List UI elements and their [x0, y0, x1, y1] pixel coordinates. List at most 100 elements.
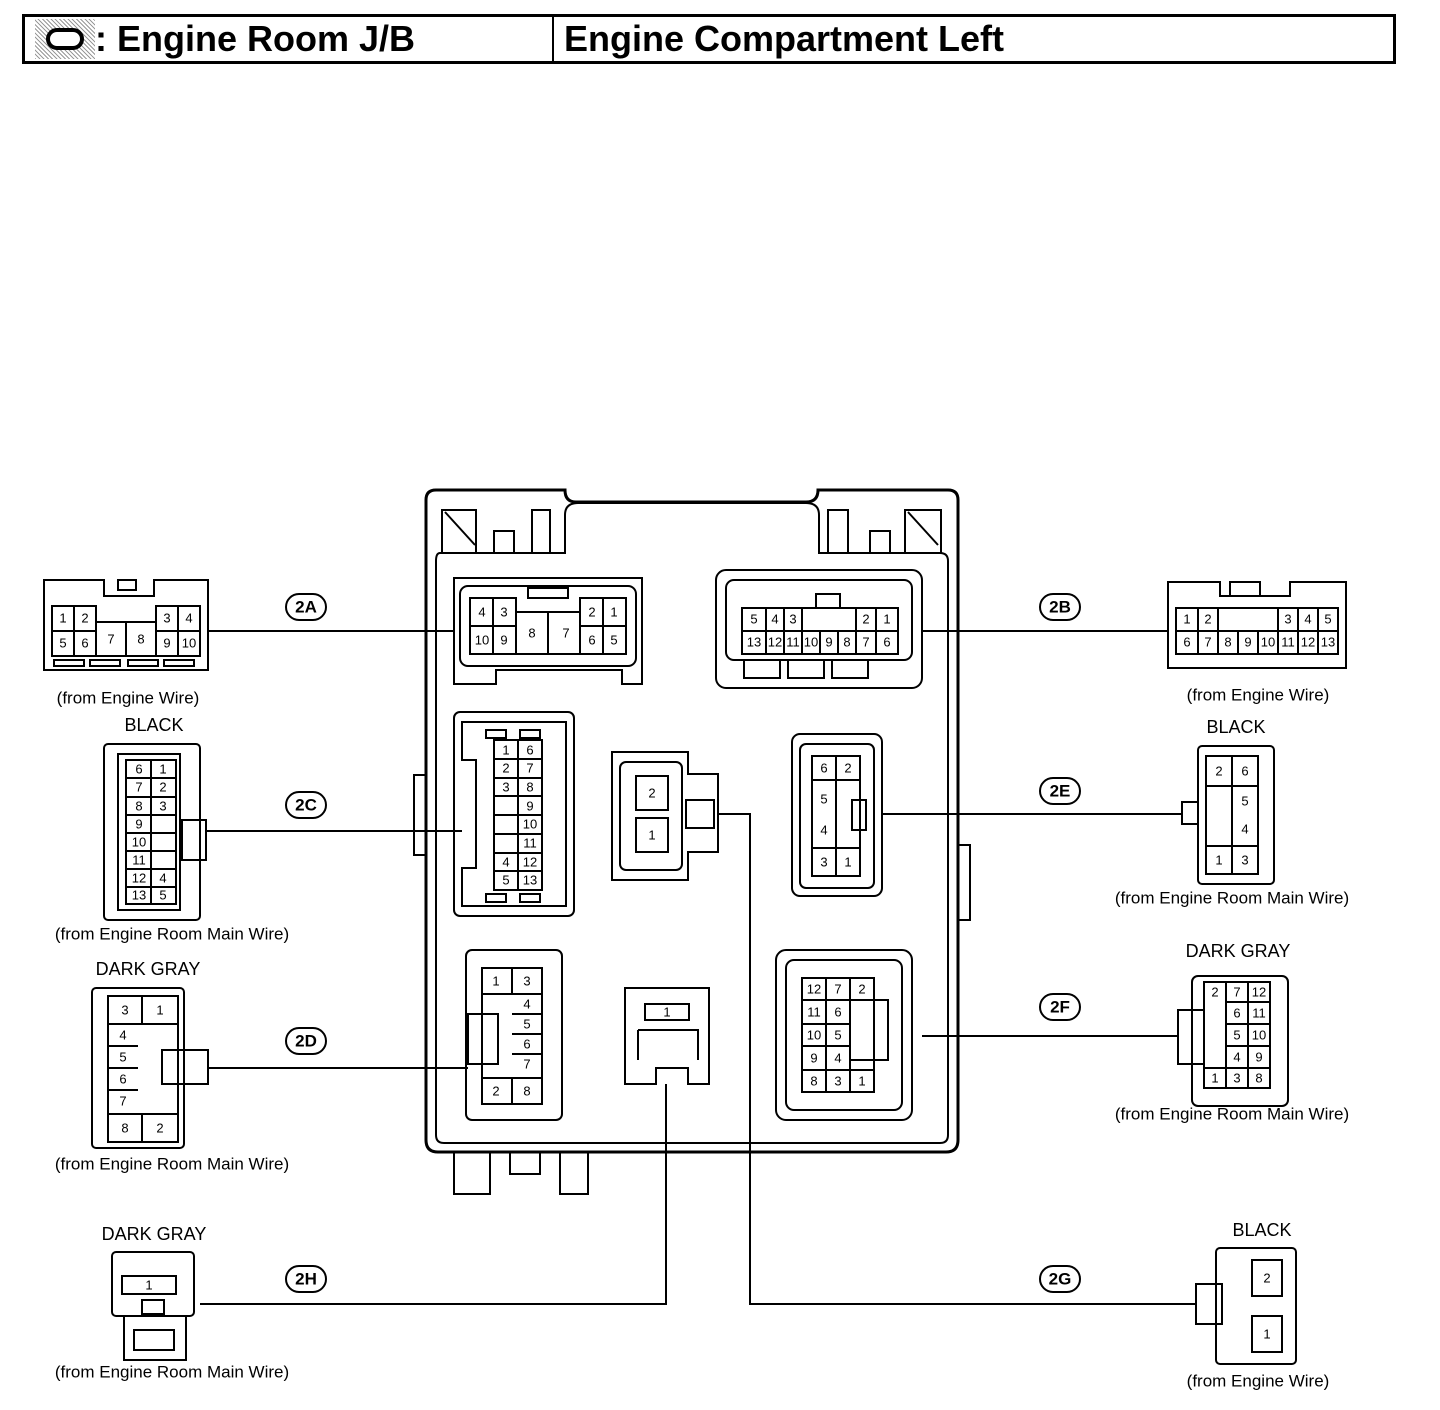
source-label-2B: (from Engine Wire): [1187, 686, 1330, 705]
pin-2F-blk-1: 7: [834, 982, 841, 997]
pin-2E-ext-4: 1: [1215, 853, 1222, 868]
badge-label-2G: 2G: [1049, 1270, 1072, 1289]
badge-2A: [285, 593, 327, 621]
leader-lines: [200, 630, 1196, 1305]
pin-2C-ext-4: 8: [135, 799, 142, 814]
pin-2A-blk-7: 7: [562, 626, 569, 641]
pin-2C-ext-5: 3: [159, 799, 166, 814]
pin-2C-blk-6: 9: [526, 799, 533, 814]
color-label-2H: DARK GRAY: [102, 1224, 207, 1244]
pin-2B-blk-6: 12: [768, 635, 782, 650]
block-connector-2B: [715, 569, 923, 689]
badge-2G: [1039, 1265, 1081, 1293]
diagram-labels: 2A (from Engine Wire) 2B (from Engine Wire)…: [55, 598, 1349, 1391]
external-connector-2G: [1195, 1247, 1297, 1365]
pin-2F-ext-11: 8: [1255, 1071, 1262, 1086]
pin-2F-blk-6: 5: [834, 1028, 841, 1043]
pin-2C-ext-11: 13: [132, 888, 146, 903]
pin-2F-ext-0: 2: [1211, 985, 1218, 1000]
badge-2F: [1039, 993, 1081, 1021]
pin-2B-blk-3: 2: [862, 612, 869, 627]
pin-2E-ext-0: 2: [1215, 764, 1222, 779]
location-title: Engine Compartment Left: [564, 18, 1005, 59]
pin-2B-blk-9: 9: [825, 635, 832, 650]
pin-2A-blk-5: 9: [500, 633, 507, 648]
badge-2H: [285, 1265, 327, 1293]
pin-2B-ext-4: 5: [1324, 612, 1331, 627]
pin-2D-ext-4: 6: [119, 1072, 126, 1087]
pin-2F-blk-10: 3: [834, 1074, 841, 1089]
pin-2A-blk-1: 3: [500, 605, 507, 620]
pin-2C-blk-0: 1: [502, 743, 509, 758]
pin-2H-blk-0: 1: [663, 1005, 670, 1020]
pin-2C-ext-1: 1: [159, 762, 166, 777]
pin-2A-ext-3: 4: [185, 611, 192, 626]
pin-2G-ext-1: 1: [1263, 1327, 1270, 1342]
connector-symbol-icon: [35, 19, 95, 59]
color-label-2G: BLACK: [1232, 1220, 1291, 1240]
pin-2E-blk-4: 3: [820, 855, 827, 870]
pin-2G-blk-1: 1: [648, 828, 655, 843]
pin-2B-blk-7: 11: [786, 635, 800, 650]
pin-2G-blk-0: 2: [648, 786, 655, 801]
pin-2C-ext-2: 7: [135, 780, 142, 795]
title-prefix: :: [95, 18, 117, 59]
pin-2F-blk-8: 4: [834, 1051, 841, 1066]
pin-2C-ext-7: 10: [132, 835, 146, 850]
pin-2E-blk-0: 6: [820, 761, 827, 776]
pin-2A-ext-2: 3: [163, 611, 170, 626]
pin-2D-blk-4: 6: [523, 1037, 530, 1052]
pin-2C-blk-10: 12: [523, 855, 537, 870]
badge-label-2B: 2B: [1049, 598, 1071, 617]
pin-2E-ext-5: 3: [1241, 853, 1248, 868]
pin-2C-blk-12: 13: [523, 873, 537, 888]
pin-2A-blk-2: 2: [588, 605, 595, 620]
pin-2B-blk-2: 3: [789, 612, 796, 627]
pin-2C-blk-11: 5: [502, 873, 509, 888]
pin-2F-ext-5: 5: [1233, 1028, 1240, 1043]
pin-2A-ext-9: 10: [182, 636, 196, 651]
pin-2A-blk-0: 4: [478, 605, 485, 620]
pin-2E-blk-1: 2: [844, 761, 851, 776]
source-label-2A: (from Engine Wire): [57, 689, 200, 708]
pin-2F-blk-3: 11: [807, 1005, 821, 1020]
pin-2E-blk-5: 1: [844, 855, 851, 870]
badge-2C: [285, 791, 327, 819]
pin-2F-blk-0: 12: [807, 982, 821, 997]
pin-2D-ext-3: 5: [119, 1050, 126, 1065]
pin-2G-ext-0: 2: [1263, 1271, 1270, 1286]
pin-2B-blk-10: 8: [843, 635, 850, 650]
pin-2D-blk-1: 3: [523, 974, 530, 989]
pin-2D-blk-7: 8: [523, 1084, 530, 1099]
pin-2C-blk-4: 3: [502, 780, 509, 795]
color-label-2E: BLACK: [1206, 717, 1265, 737]
source-label-2E: (from Engine Room Main Wire): [1115, 889, 1349, 908]
pin-2D-ext-2: 4: [119, 1028, 126, 1043]
pin-2C-blk-7: 10: [523, 817, 537, 832]
pin-2F-blk-11: 1: [858, 1074, 865, 1089]
pin-2B-ext-9: 10: [1261, 635, 1275, 650]
pin-2B-ext-5: 6: [1183, 635, 1190, 650]
badge-label-2F: 2F: [1050, 998, 1070, 1017]
pin-2F-ext-3: 6: [1233, 1006, 1240, 1021]
pin-2C-ext-8: 11: [132, 853, 146, 868]
pin-2C-blk-1: 6: [526, 743, 533, 758]
pin-2A-blk-3: 1: [610, 605, 617, 620]
pin-2B-ext-1: 2: [1204, 612, 1211, 627]
pin-2D-blk-5: 7: [523, 1057, 530, 1072]
pin-2C-ext-9: 12: [132, 871, 146, 886]
pin-2B-blk-8: 10: [804, 635, 818, 650]
pin-2E-ext-2: 5: [1241, 794, 1248, 809]
block-connector-2A: [453, 577, 643, 685]
pin-2C-blk-8: 11: [523, 836, 537, 851]
pin-2F-ext-4: 11: [1252, 1006, 1266, 1021]
badge-label-2A: 2A: [295, 598, 317, 617]
badge-label-2E: 2E: [1050, 782, 1071, 801]
pin-2B-blk-1: 4: [771, 612, 778, 627]
pin-2D-blk-0: 1: [492, 974, 499, 989]
pin-2F-blk-9: 8: [810, 1074, 817, 1089]
badge-label-2D: 2D: [295, 1032, 317, 1051]
pin-2B-ext-8: 9: [1244, 635, 1251, 650]
pin-2B-ext-7: 8: [1224, 635, 1231, 650]
